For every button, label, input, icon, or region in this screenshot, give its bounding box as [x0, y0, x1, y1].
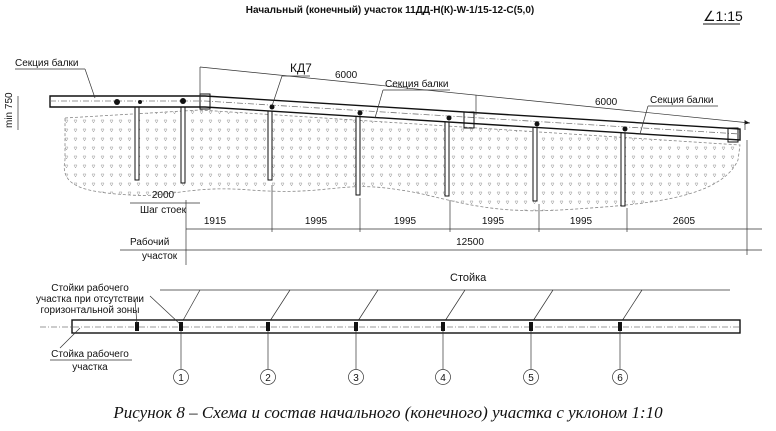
spacing-value: 1995 — [394, 216, 417, 227]
post — [444, 118, 450, 197]
post-number-markers: 1 2 3 4 5 6 — [173, 331, 628, 385]
beam-end — [727, 127, 739, 143]
post-number-circle — [348, 369, 364, 385]
post-number: 6 — [617, 373, 623, 384]
ground-hatch — [63, 109, 741, 212]
post-number-circle — [523, 369, 539, 385]
post — [532, 124, 538, 202]
posts-note: Стойки рабочего — [51, 282, 129, 294]
bolts — [114, 98, 628, 132]
beam-joint — [199, 93, 211, 110]
spacing-value: 1995 — [570, 216, 593, 227]
drawing-title: Начальный (конечный) участок 11ДД-Н(К)-W… — [246, 5, 534, 16]
post-number-circle — [435, 369, 451, 385]
beam — [49, 95, 741, 141]
posts-plan — [135, 322, 622, 331]
working-section-label: Рабочий — [130, 236, 169, 248]
post-number: 4 — [440, 373, 446, 384]
working-post-note: Стойка рабочего — [51, 348, 129, 360]
spacing-value: 1915 — [204, 216, 227, 227]
beam-joint — [463, 111, 475, 129]
post — [355, 112, 361, 196]
post-label: Стойка — [450, 272, 487, 284]
post-number-circle — [612, 369, 628, 385]
posts-note: горизонтальной зоны — [41, 305, 140, 316]
post-step-value: 2000 — [152, 190, 175, 201]
post-number-circle — [173, 369, 189, 385]
post — [267, 107, 273, 181]
beam-section-label: Секция балки — [650, 94, 714, 106]
post — [180, 99, 186, 184]
total-length: 12500 — [456, 237, 484, 248]
post-number-circle — [260, 369, 276, 385]
spacing-value: 1995 — [482, 216, 505, 227]
figure-caption: Рисунок 8 – Схема и состав начального (к… — [112, 403, 663, 422]
spacing-dimensions: 1915 1995 1995 1995 1995 2605 — [185, 140, 762, 265]
post-step-label: Шаг стоек — [140, 205, 187, 216]
beam-section-label: Секция балки — [15, 57, 79, 69]
working-section-label: участок — [142, 251, 178, 262]
beam-plan — [71, 319, 741, 334]
spacing-value: 1995 — [305, 216, 328, 227]
post-number: 3 — [353, 373, 359, 384]
min-height-label: min 750 — [4, 92, 15, 128]
spacing-value: 2605 — [673, 216, 696, 227]
working-post-note: участка — [72, 362, 108, 373]
post — [134, 104, 140, 181]
post-number: 2 — [265, 373, 271, 384]
post — [620, 129, 626, 207]
kd7-label: КД7 — [290, 61, 312, 75]
posts-note: участка при отсутствии — [36, 294, 144, 305]
plan-leaders — [180, 289, 643, 325]
post-number: 5 — [528, 373, 534, 384]
beam-section-label: Секция балки — [385, 78, 449, 90]
dimension-top: 6000 — [335, 70, 358, 81]
dimension-top: 6000 — [595, 97, 618, 108]
slope-label: ∠1:15 — [703, 8, 743, 24]
post-number: 1 — [178, 373, 184, 384]
